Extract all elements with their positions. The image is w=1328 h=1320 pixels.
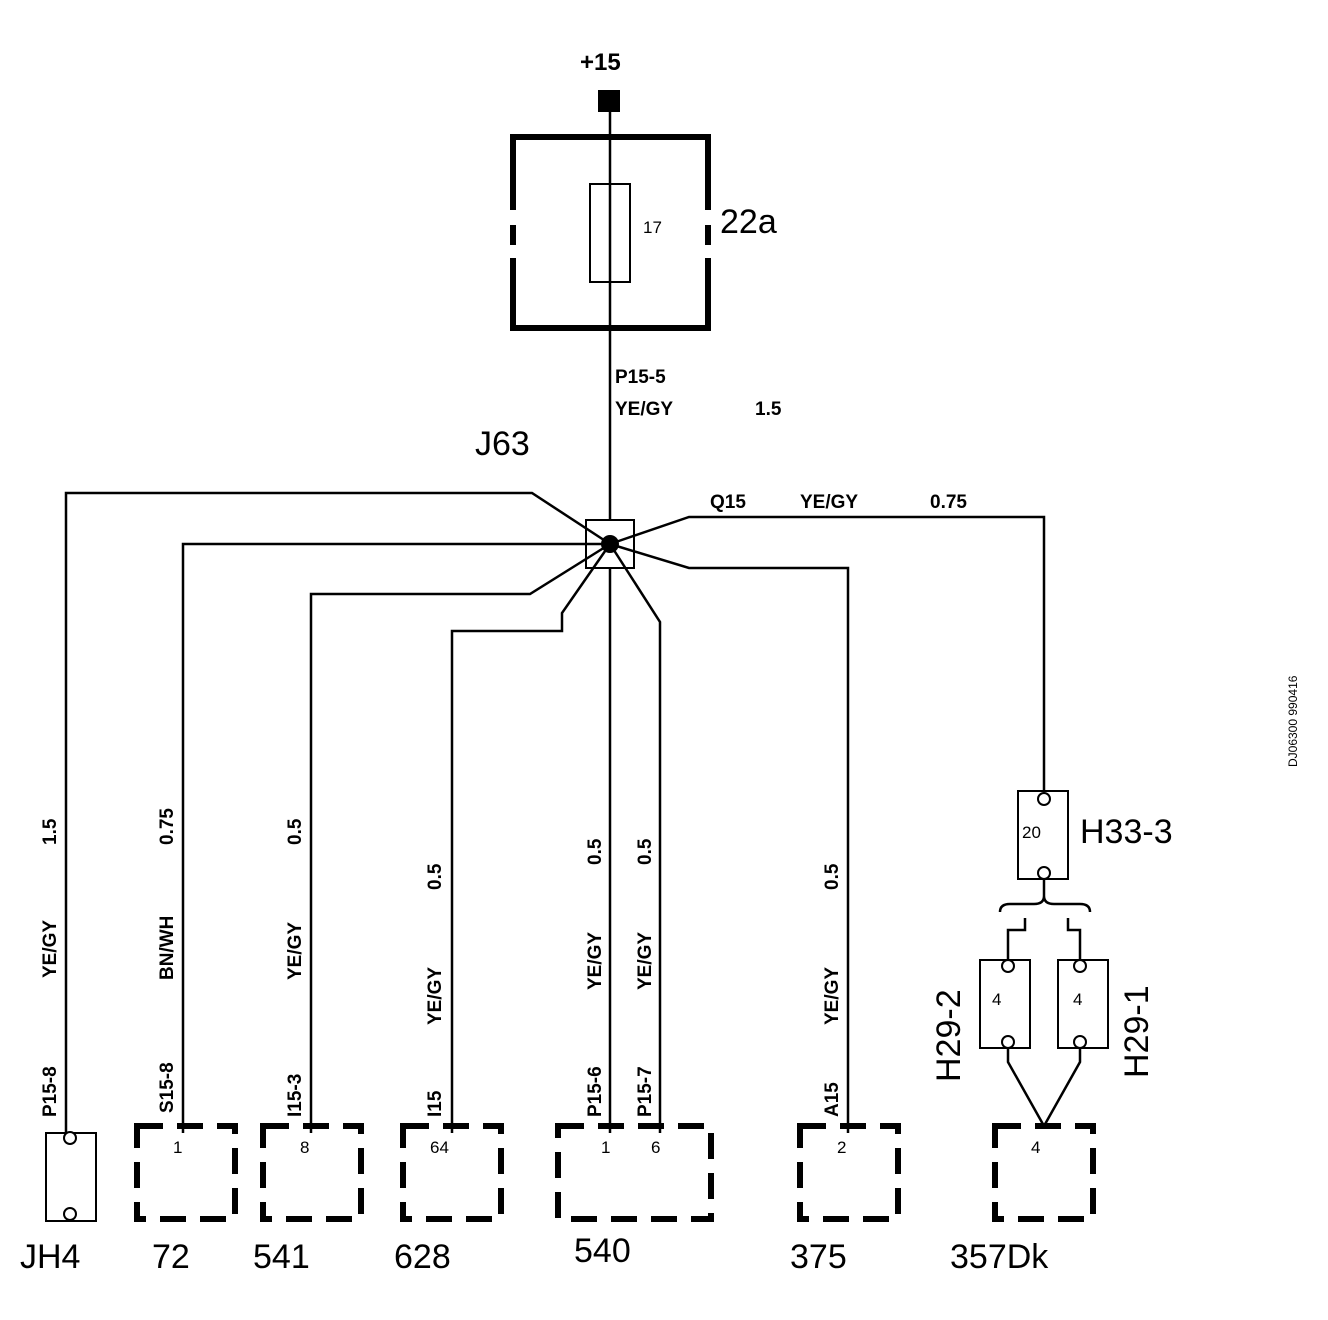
connector-541 [260,1123,364,1222]
branch-color: YE/GY [425,967,446,1025]
branch-size: 0.5 [285,818,306,845]
connector-541-label: 541 [253,1238,310,1276]
branch-code: A15 [822,1082,843,1117]
branch-size: 0.5 [822,863,843,890]
connector-628-pin: 64 [430,1138,449,1157]
jh4-terminal [45,1131,97,1222]
branch-code: S15-8 [157,1062,178,1113]
h29-1-terminal [1057,959,1109,1049]
branch-color: YE/GY [585,932,606,990]
h29-2-label: H29-2 [930,989,968,1082]
connector-540 [555,1123,714,1222]
branch-p15-8-labels: 1.5 YE/GY P15-8 [40,818,61,1117]
q15-size: 0.75 [930,492,967,513]
branch-size: 0.5 [635,838,656,865]
q15-code: Q15 [710,492,746,513]
h29-2-terminal [979,959,1031,1049]
branch-s15-8-labels: 0.75 BN/WH S15-8 [157,808,178,1113]
branch-size: 0.75 [157,808,178,845]
connector-541-pin: 8 [300,1138,309,1157]
branch-code: P15-8 [40,1066,61,1117]
connector-540-pin-1: 1 [601,1138,610,1157]
h29-1-label: H29-1 [1118,985,1156,1078]
main-wire-size: 1.5 [755,399,782,420]
branch-p15-6-labels: 0.5 YE/GY P15-6 [585,838,606,1117]
branch-code: I15 [425,1090,446,1117]
drawing-ref: DJ06300 990416 [1286,675,1300,767]
supply-label: +15 [580,49,621,76]
branch-color: YE/GY [635,932,656,990]
branch-color: YE/GY [40,920,61,978]
h29-2-pin: 4 [992,990,1001,1009]
branch-code: P15-7 [635,1066,656,1117]
connector-357dk-label: 357Dk [950,1238,1049,1276]
h29-brace [998,879,1092,962]
branch-code: I15-3 [285,1074,306,1117]
connector-72-label: 72 [152,1238,190,1276]
branch-size: 1.5 [40,818,61,845]
jh4-label: JH4 [20,1238,80,1276]
supply-terminal [598,90,620,112]
connector-375-pin: 2 [837,1138,846,1157]
connector-628-label: 628 [394,1238,451,1276]
h29-1-pin: 4 [1073,990,1082,1009]
branch-a15-labels: 0.5 YE/GY A15 [822,863,843,1117]
connector-628 [400,1123,504,1222]
connector-375 [797,1123,901,1222]
main-wire-code: P15-5 [615,367,666,388]
main-wire-color: YE/GY [615,399,673,420]
branch-wires [64,491,1046,1133]
branch-size: 0.5 [425,863,446,890]
h29-to-357-wires [1006,1048,1082,1127]
branch-p15-7-labels: 0.5 YE/GY P15-7 [635,838,656,1117]
fuse-box-label: 22a [720,203,777,241]
h33-terminal [1017,790,1069,880]
connector-357dk-pin: 4 [1031,1138,1040,1157]
branch-i15-3-labels: 0.5 YE/GY I15-3 [285,818,306,1117]
connector-540-label: 540 [574,1232,631,1270]
branch-color: BN/WH [157,916,178,980]
connector-375-label: 375 [790,1238,847,1276]
fuse-number: 17 [643,218,662,237]
h33-pin: 20 [1022,823,1041,842]
connector-357dk [992,1123,1096,1222]
connector-72 [134,1123,238,1222]
branch-color: YE/GY [822,967,843,1025]
splice-label: J63 [475,425,530,463]
connector-72-pin: 1 [173,1138,182,1157]
connector-540-pin-6: 6 [651,1138,660,1157]
h33-label: H33-3 [1080,813,1173,851]
branch-color: YE/GY [285,922,306,980]
branch-code: P15-6 [585,1066,606,1117]
branch-i15-labels: 0.5 YE/GY I15 [425,863,446,1117]
branch-size: 0.5 [585,838,606,865]
q15-color: YE/GY [800,492,858,513]
